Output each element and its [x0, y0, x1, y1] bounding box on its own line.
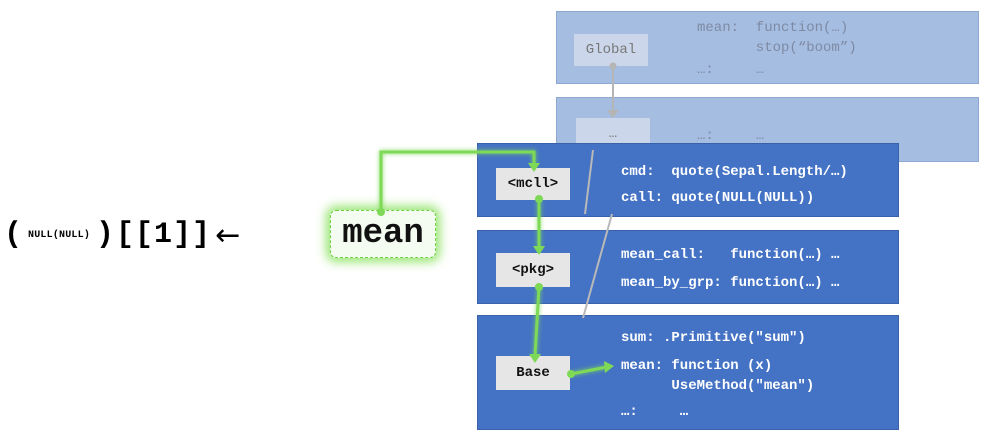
- frame-label-global: Global: [574, 34, 648, 66]
- close-paren: ): [96, 218, 115, 252]
- frame-base: Base sum: .Primitive("sum") mean: functi…: [477, 315, 899, 430]
- subset-brackets: [[1]]: [116, 218, 212, 252]
- frame-code-mcll-1: cmd: quote(Sepal.Length/…): [621, 164, 848, 180]
- frame-code-base-4: …: …: [621, 404, 689, 420]
- frame-global: Global mean: function(…) stop(“boom”) …:…: [556, 11, 979, 84]
- frame-label-base: Base: [496, 356, 570, 390]
- parent-link-mcll: [584, 149, 594, 215]
- parent-link-global-arrowhead: [607, 110, 619, 118]
- call-expression: ( NULL(NULL) ) [[1]] ←: [4, 212, 240, 258]
- lookup-dot-mcll: [535, 195, 543, 203]
- inner-call: NULL(NULL): [28, 229, 91, 241]
- lookup-dot-base: [567, 370, 575, 378]
- frame-code-base-3: UseMethod("mean"): [621, 378, 815, 394]
- frame-code-pkg-1: mean_call: function(…) …: [621, 247, 840, 263]
- lookup-path-base-mean: [570, 365, 608, 376]
- assign-arrow: ←: [215, 217, 241, 253]
- frame-label-pkg: <pkg>: [496, 253, 570, 287]
- lookup-dot-start: [377, 208, 385, 216]
- frame-code-pkg-2: mean_by_grp: function(…) …: [621, 275, 840, 291]
- frame-code-mcll-2: call: quote(NULL(NULL)): [621, 190, 815, 206]
- lookup-arrowhead-base: [529, 354, 541, 363]
- lookup-path-start: [379, 150, 536, 211]
- symbol-mean: mean: [330, 210, 436, 258]
- lookup-arrowhead-pkg: [533, 246, 545, 255]
- frame-code-base-2: mean: function (x): [621, 358, 773, 374]
- frame-code-global-3: …: …: [697, 62, 765, 78]
- open-paren: (: [4, 218, 23, 252]
- frame-mcll: <mcll> cmd: quote(Sepal.Length/…) call: …: [477, 143, 899, 217]
- parent-link-pkg: [582, 213, 613, 319]
- frame-code-global-1: mean: function(…): [697, 20, 849, 36]
- parent-link-global-dot: [609, 62, 617, 70]
- lookup-path-pkg-base: [533, 286, 541, 357]
- frame-code-ellipsis-1: …: …: [697, 128, 765, 144]
- lookup-arrowhead-mean: [604, 361, 614, 373]
- frame-code-base-1: sum: .Primitive("sum"): [621, 330, 806, 346]
- frame-pkg: <pkg> mean_call: function(…) … mean_by_g…: [477, 230, 899, 304]
- frame-code-global-2: stop(“boom”): [697, 40, 857, 56]
- lookup-arrowhead-mcll: [528, 163, 540, 172]
- frame-label-mcll: <mcll>: [496, 168, 570, 200]
- lookup-dot-pkg: [535, 283, 543, 291]
